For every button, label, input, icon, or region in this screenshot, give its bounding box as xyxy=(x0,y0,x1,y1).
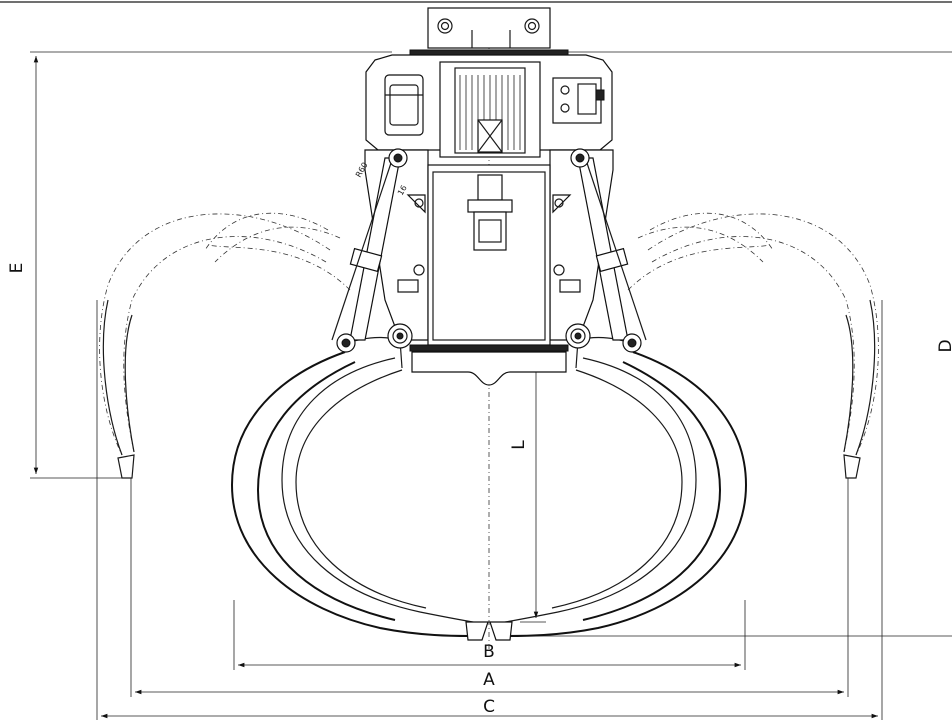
dimension-label-e: E xyxy=(7,263,27,274)
open-tines-left xyxy=(99,212,351,479)
dimension-label-b: B xyxy=(483,642,495,662)
grapple-body xyxy=(331,7,647,386)
dimension-label-l: L xyxy=(509,440,529,450)
dimension-label-c: C xyxy=(483,697,495,717)
tine-tips xyxy=(465,621,513,641)
closed-tines-right xyxy=(492,336,748,637)
annotation-note2: 16 xyxy=(396,184,409,197)
dimension-label-d: D xyxy=(936,339,952,352)
open-tines-right xyxy=(627,212,879,479)
dimension-lines xyxy=(30,51,952,720)
dimension-label-a: A xyxy=(483,670,495,690)
closed-tines-left xyxy=(230,336,486,637)
